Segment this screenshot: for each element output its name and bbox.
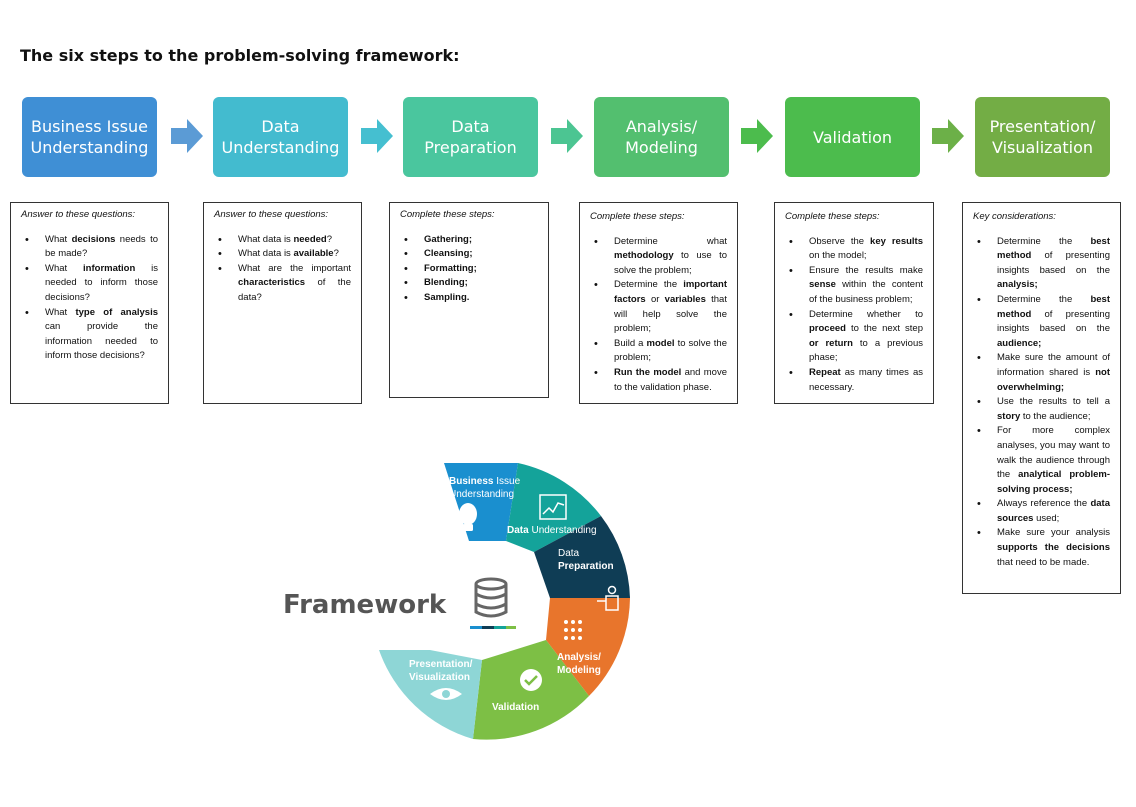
list-item: Determine what methodology to use to sol… — [590, 235, 727, 279]
list-item: Determine whether to proceed to the next… — [785, 308, 923, 366]
wheel-label-business: Business Issue — [449, 476, 521, 487]
wheel-label-presentation: Presentation/ — [409, 659, 473, 670]
lightbulb-icon — [459, 503, 477, 531]
line-chart-icon — [539, 494, 567, 520]
framework-title: Framework — [283, 590, 447, 620]
step-presentation: Presentation/ Visualization — [975, 97, 1110, 177]
list-item: Observe the key results on the model; — [785, 235, 923, 264]
wheel-label-data-prep: Data — [558, 548, 580, 559]
list-item: Make sure your analysis supports the dec… — [973, 526, 1110, 570]
database-icon — [474, 577, 508, 618]
card-data-preparation: Complete these steps: Gathering; Cleansi… — [389, 202, 549, 398]
card-validation: Complete these steps: Observe the key re… — [774, 202, 934, 404]
list-item: Always reference the data sources used; — [973, 497, 1110, 526]
card-analysis-modeling: Complete these steps: Determine what met… — [579, 202, 738, 404]
step-analysis-modeling: Analysis/ Modeling — [594, 97, 729, 177]
card-presentation: Key considerations: Determine the best m… — [962, 202, 1121, 594]
list-item: Formatting; — [400, 262, 538, 277]
list-item: Use the results to tell a story to the a… — [973, 395, 1110, 424]
checkmark-icon — [520, 669, 542, 691]
wheel-label-data-prep-line2: Preparation — [558, 561, 614, 572]
list-item: Repeat as many times as necessary. — [785, 366, 923, 395]
list-item: What type of analysis can provide the in… — [21, 306, 158, 364]
list-item: What information is needed to inform tho… — [21, 262, 158, 306]
eye-icon — [430, 688, 462, 700]
list-item: Gathering; — [400, 233, 538, 248]
wheel-label-validation: Validation — [492, 702, 539, 713]
wheel-segment-business — [444, 463, 518, 541]
step-validation: Validation — [785, 97, 920, 177]
step-data-preparation: Data Preparation — [403, 97, 538, 177]
card-heading: Answer to these questions: — [21, 209, 136, 220]
list-item: Make sure the amount of information shar… — [973, 351, 1110, 395]
card-heading: Complete these steps: — [590, 211, 685, 222]
card-heading: Complete these steps: — [785, 211, 880, 222]
list-item: For more complex analyses, you may want … — [973, 424, 1110, 497]
step-data-understanding: Data Understanding — [213, 97, 348, 177]
list-item: Determine the important factors or varia… — [590, 278, 727, 336]
card-heading: Answer to these questions: — [214, 209, 329, 220]
step-business-issue: Business Issue Understanding — [22, 97, 157, 177]
card-business-issue: Answer to these questions: What decision… — [10, 202, 169, 404]
arrow-right-icon — [361, 119, 393, 153]
network-icon — [564, 620, 582, 640]
card-data-understanding: Answer to these questions: What data is … — [203, 202, 362, 404]
list-item: What data is needed? — [214, 233, 351, 248]
wheel-label-analysis: Analysis/ — [557, 652, 601, 663]
arrow-right-icon — [551, 119, 583, 153]
list-item: What decisions needs to be made? — [21, 233, 158, 262]
list-item: What are the important characteristics o… — [214, 262, 351, 306]
list-item: What data is available? — [214, 247, 351, 262]
wheel-segment-presentation — [379, 650, 482, 739]
card-heading: Key considerations: — [973, 211, 1056, 222]
arrow-right-icon — [932, 119, 964, 153]
wheel-label-analysis-line2: Modeling — [557, 665, 601, 676]
color-bar-decoration — [470, 626, 516, 629]
arrow-right-icon — [171, 119, 203, 153]
list-item: Determine the best method of presenting … — [973, 235, 1110, 293]
chef-icon — [597, 585, 619, 611]
card-heading: Complete these steps: — [400, 209, 495, 220]
wheel-segment-data-preparation — [534, 516, 630, 598]
list-item: Sampling. — [400, 291, 538, 306]
wheel-label-presentation-line2: Visualization — [409, 672, 470, 683]
list-item: Run the model and move to the validation… — [590, 366, 727, 395]
wheel-label-data-understanding: Data Understanding — [507, 525, 597, 536]
list-item: Build a model to solve the problem; — [590, 337, 727, 366]
framework-wheel: Business Issue Understanding Data Unders… — [379, 463, 630, 740]
wheel-segment-data-understanding — [506, 463, 601, 552]
list-item: Cleansing; — [400, 247, 538, 262]
wheel-label-business-line2: Understanding — [449, 489, 514, 500]
arrow-right-icon — [741, 119, 773, 153]
page-title: The six steps to the problem-solving fra… — [20, 46, 460, 65]
list-item: Ensure the results make sense within the… — [785, 264, 923, 308]
list-item: Blending; — [400, 276, 538, 291]
list-item: Determine the best method of presenting … — [973, 293, 1110, 351]
